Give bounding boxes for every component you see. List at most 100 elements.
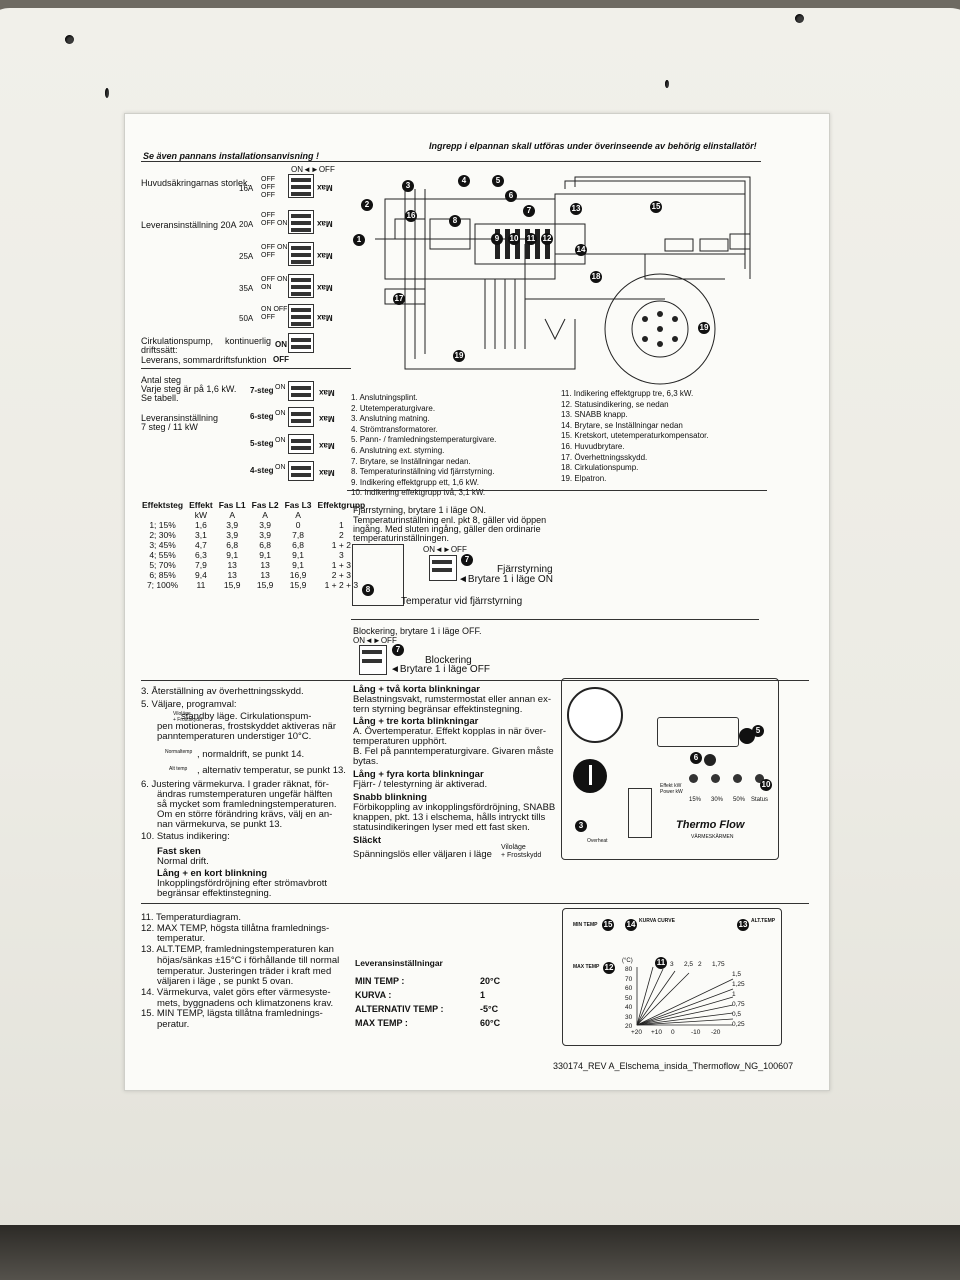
four-l1: Fjärr- / telestyrning är aktiverad. — [353, 779, 488, 790]
step-switch — [288, 381, 314, 401]
kurva-label: KURVA CURVE — [639, 918, 675, 924]
legend-item: 4. Strömtransformatorer. — [351, 424, 438, 434]
table-header: Effektgrupp — [317, 500, 366, 510]
badge-12: 12 — [603, 962, 615, 974]
table-cell: 3,9 — [259, 530, 272, 540]
instruction-line: , alternativ temperatur, se punkt 13. — [197, 765, 346, 776]
bottom-line: 12. MAX TEMP, högsta tillåtna framlednin… — [141, 922, 330, 934]
circ-switch — [288, 333, 314, 353]
step-on: ON — [275, 410, 286, 417]
normaltemp-small: Normaltemp — [165, 749, 193, 755]
header-rule — [141, 161, 761, 162]
curve-label: 2,5 — [684, 961, 694, 968]
badge-15: 15 — [650, 201, 662, 213]
badge-14: 14 — [625, 919, 637, 931]
frostskydd-small: + Frostskydd — [173, 717, 202, 723]
curve-knob[interactable] — [704, 754, 716, 766]
max-label: Max — [317, 219, 333, 228]
badge-10: 10 — [508, 233, 520, 245]
instruction-line: panntemperaturen understiger 10°C. — [157, 731, 312, 742]
bottom-line: 15. MIN TEMP, lägsta tillåtna framlednin… — [141, 1008, 323, 1020]
legend-item: 19. Elpatron. — [561, 473, 607, 483]
curve-label: 3 — [670, 961, 674, 968]
fast-title: Fast sken — [157, 846, 201, 857]
step-on: ON — [275, 464, 286, 471]
screw-icon — [665, 80, 669, 88]
wiring-label-sheet: Se även pannans installationsanvisning !… — [124, 113, 830, 1091]
fuse-states: OFF ON ON — [261, 276, 288, 291]
four-title: Lång + fyra korta blinkningar — [353, 769, 484, 780]
frostskydd-label: + Frostskydd — [501, 852, 542, 859]
curve-label: 2 — [698, 961, 702, 968]
table-cell: 6,3 — [194, 550, 207, 560]
led-30 — [711, 774, 720, 783]
table-cell: 13 — [227, 570, 237, 580]
snabb-l1: Förbikoppling av inkopplingsfördröjning,… — [353, 802, 556, 813]
instruction-line: så mycket som framledningstemperaturen. — [157, 799, 337, 810]
fuse-states: OFF OFF OFF — [261, 176, 275, 199]
curve-label: 1,25 — [732, 981, 745, 988]
three-l4: bytas. — [353, 756, 379, 767]
temperature-diagram-box — [562, 908, 782, 1046]
badge-18: 18 — [590, 271, 602, 283]
heating-curve-chart — [636, 966, 734, 1026]
selector-knob[interactable] — [739, 728, 755, 744]
power-label: Power kW — [660, 789, 683, 795]
badge-5: 5 — [492, 175, 504, 187]
steps-desc1: Varje steg är på 1,6 kW. — [141, 384, 237, 394]
table-cell: 7; 100% — [146, 580, 179, 590]
instruction-line: 5. Väljare, programval: — [141, 699, 237, 710]
badge-17: 17 — [393, 293, 405, 305]
unit-label: (°C) — [622, 958, 633, 964]
badge-1: 1 — [353, 234, 365, 246]
header-right: Ingrepp i elpannan skall utföras under ö… — [429, 141, 757, 151]
max-label: Max — [317, 183, 333, 192]
fuse-switch — [288, 274, 314, 298]
badge-11: 11 — [655, 957, 667, 969]
pct-15: 15% — [689, 797, 702, 803]
slackt-title: Släckt — [353, 835, 381, 846]
alt-temp-label: ALT.TEMP — [751, 918, 776, 924]
x-tick: +20 — [631, 1029, 643, 1036]
legend-item: 8. Temperaturinställning vid fjärrstyrni… — [351, 467, 495, 477]
delivery-title: Leveransinställningar — [355, 958, 443, 968]
table-cell: 4; 55% — [149, 550, 176, 560]
max-label: Max — [317, 251, 333, 260]
delivery-value: 1 — [480, 990, 486, 1000]
divider — [141, 368, 351, 369]
effekt-label: Effekt kW — [660, 783, 682, 789]
delivery-steps2: 7 steg / 11 kW — [141, 422, 198, 432]
brand-sub: VÄRMESKÄRMEN — [691, 834, 734, 840]
instruction-line: Om en större förändring krävs, välj en a… — [157, 809, 333, 820]
table-cell: 3,9 — [226, 530, 239, 540]
instruction-line: , normaldrift, se punkt 14. — [197, 749, 305, 760]
bottom-line: temperatur. Justeringen träder i kraft m… — [157, 965, 332, 977]
table-cell: 4,7 — [194, 540, 207, 550]
fuse-title: Huvudsäkringarnas storlek. — [141, 178, 251, 188]
table-unit: A — [295, 510, 301, 520]
thermometer-gauge — [567, 687, 623, 743]
table-cell: 6,8 — [259, 540, 272, 550]
vilolage-small: Viloläge — [173, 711, 191, 717]
table-cell: 13 — [260, 560, 270, 570]
badge-19: 19 — [453, 350, 465, 362]
table-unit: A — [229, 510, 236, 520]
remote-temp-label: Temperatur vid fjärrstyrning — [401, 596, 523, 607]
table-cell: 3; 45% — [149, 540, 176, 550]
badge-14: 14 — [575, 244, 587, 256]
two-l1: Belastningsvakt, rumstermostat eller ann… — [353, 694, 552, 705]
badge-5: 5 — [752, 725, 764, 737]
max-label: Max — [319, 468, 335, 477]
divider — [141, 903, 809, 904]
on-off-label: ON◄►OFF — [291, 165, 335, 174]
instruction-line: pen motioneras, frostskyddet aktiveras n… — [157, 721, 337, 732]
step-switch — [288, 407, 314, 427]
step-on: ON — [275, 384, 286, 391]
table-cell: 16,9 — [289, 570, 307, 580]
brytare-on-label: ◄Brytare 1 i läge ON — [458, 574, 553, 585]
x-tick: -20 — [711, 1029, 721, 1036]
led-status — [755, 774, 764, 783]
legend-item: 10. Indikering effektgrupp två, 3,1 kW. — [351, 488, 486, 498]
selector-legend — [657, 717, 739, 747]
